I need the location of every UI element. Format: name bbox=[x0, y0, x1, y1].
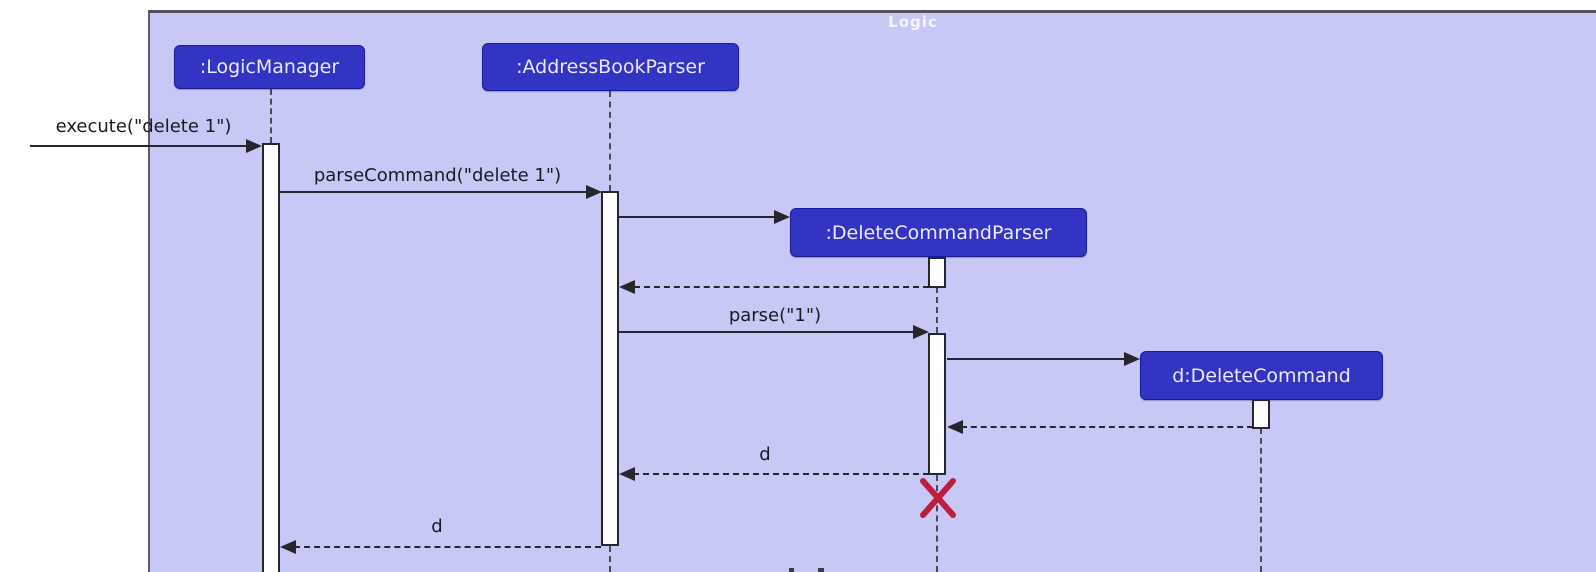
arrow-left-icon bbox=[947, 420, 963, 434]
participant-delete-command: d:DeleteCommand bbox=[1140, 351, 1383, 400]
arrow-left-icon bbox=[280, 540, 296, 554]
participant-logic-manager: :LogicManager bbox=[174, 45, 365, 89]
message-execute-line bbox=[30, 145, 248, 147]
logic-frame bbox=[148, 10, 1596, 572]
participant-label: :LogicManager bbox=[199, 56, 340, 78]
frame-title: Logic bbox=[888, 13, 938, 31]
message-create-command-line bbox=[947, 358, 1126, 360]
clipped-text-fragment bbox=[789, 568, 794, 572]
message-return-create-command-line bbox=[961, 426, 1253, 428]
message-return-d1-line bbox=[633, 473, 929, 475]
activation-delete-command bbox=[1252, 399, 1270, 429]
message-return-create-parser-line bbox=[634, 286, 929, 288]
message-create-parser-line bbox=[619, 216, 776, 218]
arrow-right-icon bbox=[586, 185, 602, 199]
lifeline-address-book-parser-bottom bbox=[609, 546, 611, 572]
message-label-parse-command: parseCommand("delete 1") bbox=[313, 165, 562, 186]
participant-label: d:DeleteCommand bbox=[1172, 364, 1351, 387]
activation-delete-command-parser-parse bbox=[928, 333, 946, 475]
destroy-x-icon bbox=[920, 478, 956, 518]
message-label-parse: parse("1") bbox=[728, 305, 822, 326]
lifeline-delete-command-parser-mid bbox=[936, 287, 938, 333]
arrow-left-icon bbox=[619, 467, 635, 481]
participant-address-book-parser: :AddressBookParser bbox=[482, 43, 739, 91]
message-parse-line bbox=[619, 331, 915, 333]
lifeline-delete-command-parser-bottom bbox=[936, 475, 938, 572]
participant-label: :DeleteCommandParser bbox=[825, 221, 1052, 244]
participant-label: :AddressBookParser bbox=[516, 56, 705, 78]
message-label-return-d1: d bbox=[759, 444, 771, 465]
message-parse-command-line bbox=[280, 191, 588, 193]
arrow-left-icon bbox=[619, 280, 635, 294]
lifeline-address-book-parser-top bbox=[609, 91, 611, 191]
lifeline-logic-manager bbox=[270, 89, 272, 143]
message-label-execute: execute("delete 1") bbox=[55, 116, 232, 137]
activation-delete-command-parser-create bbox=[928, 257, 946, 288]
arrow-right-icon bbox=[1124, 352, 1140, 366]
message-return-d2-line bbox=[294, 546, 601, 548]
message-label-return-d2: d bbox=[431, 516, 443, 537]
arrow-right-icon bbox=[246, 139, 262, 153]
arrow-right-icon bbox=[913, 325, 929, 339]
participant-delete-command-parser: :DeleteCommandParser bbox=[790, 208, 1087, 257]
arrow-right-icon bbox=[774, 210, 790, 224]
lifeline-delete-command bbox=[1260, 428, 1262, 572]
clipped-text-fragment bbox=[818, 568, 824, 572]
activation-logic-manager bbox=[262, 143, 280, 572]
activation-address-book-parser bbox=[601, 191, 619, 546]
